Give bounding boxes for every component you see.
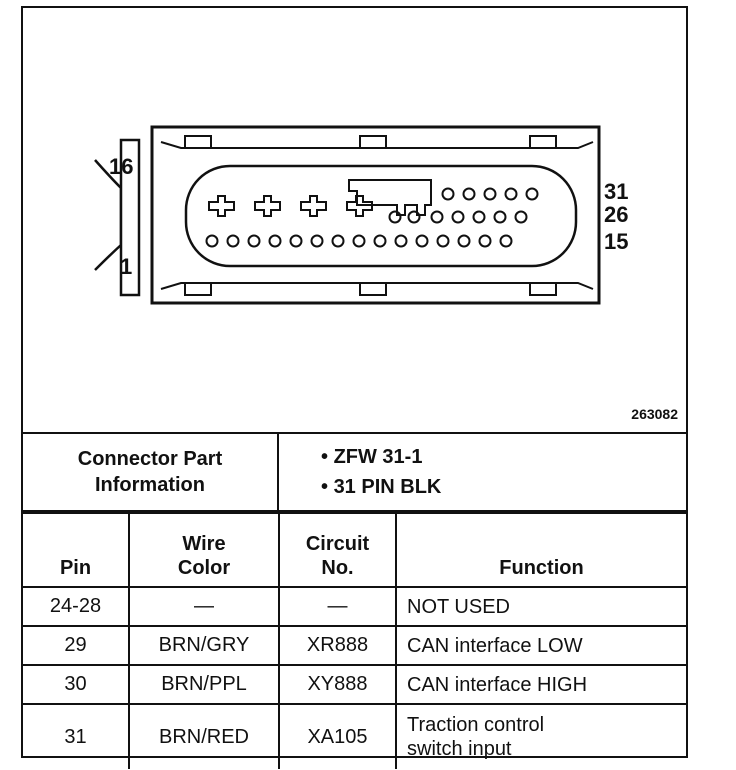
housing-clip xyxy=(184,135,212,149)
pin-label-1: 1 xyxy=(120,254,132,279)
connector-drawing: 16 1 31 26 15 xyxy=(94,125,628,305)
power-terminal xyxy=(208,195,235,217)
pin-cell: 24-28 xyxy=(23,586,130,627)
pin-function-table: Pin Wire Color Circuit No. Function 24-2… xyxy=(23,512,686,769)
circuit-cell: XA105 xyxy=(278,703,397,769)
wire-color-cell: BRN/RED xyxy=(128,703,280,769)
housing-clip xyxy=(529,135,557,149)
wire-color-cell: BRN/PPL xyxy=(128,664,280,705)
housing-clip xyxy=(359,135,387,149)
housing-clip xyxy=(359,282,387,296)
housing-clip xyxy=(184,282,212,296)
connector-info-label: Connector Part Information xyxy=(23,434,279,510)
header-pin: Pin xyxy=(23,512,130,588)
table-header-row: Pin Wire Color Circuit No. Function xyxy=(23,512,686,588)
pin-row-top xyxy=(441,187,539,201)
table-row: 24-28 — — NOT USED xyxy=(23,586,686,627)
pin-label-31: 31 xyxy=(604,179,628,204)
power-terminal xyxy=(300,195,327,217)
connector-lock-tab xyxy=(119,138,141,297)
pin-cell: 30 xyxy=(23,664,130,705)
pin-label-16: 16 xyxy=(109,154,133,179)
header-circuit: Circuit No. xyxy=(278,512,397,588)
header-wire-color: Wire Color xyxy=(128,512,280,588)
function-cell: NOT USED xyxy=(395,586,686,627)
circuit-cell: XY888 xyxy=(278,664,397,705)
function-cell: CAN interface LOW xyxy=(395,625,686,666)
circuit-cell: XR888 xyxy=(278,625,397,666)
connector-info-value-1: • ZFW 31-1 xyxy=(321,446,423,468)
connector-part-info: Connector Part Information • ZFW 31-1 • … xyxy=(23,432,686,512)
pin-cell: 29 xyxy=(23,625,130,666)
table-row: 31 BRN/RED XA105 Traction control switch… xyxy=(23,703,686,769)
pin-row-middle xyxy=(388,210,528,224)
circuit-cell: — xyxy=(278,586,397,627)
pin-label-15: 15 xyxy=(604,229,628,254)
pin-cell: 31 xyxy=(23,703,130,769)
connector-info-values: • ZFW 31-1 • 31 PIN BLK xyxy=(279,434,686,510)
figure-id: 263082 xyxy=(631,406,678,422)
pin-row-bottom xyxy=(205,234,513,248)
header-function: Function xyxy=(395,512,686,588)
key-slot xyxy=(348,179,432,216)
power-terminal xyxy=(254,195,281,217)
table-row: 29 BRN/GRY XR888 CAN interface LOW xyxy=(23,625,686,666)
connector-info-value-2: • 31 PIN BLK xyxy=(321,476,442,498)
table-row: 30 BRN/PPL XY888 CAN interface HIGH xyxy=(23,664,686,705)
housing-clip xyxy=(529,282,557,296)
function-cell: CAN interface HIGH xyxy=(395,664,686,705)
connector-figure-frame: 16 1 31 26 15 263082 Connector Part Info… xyxy=(21,6,688,769)
function-cell: Traction control switch input xyxy=(395,703,686,769)
wire-color-cell: BRN/GRY xyxy=(128,625,280,666)
pin-label-26: 26 xyxy=(604,202,628,227)
connector-diagram: 16 1 31 26 15 263082 xyxy=(23,8,686,432)
wire-color-cell: — xyxy=(128,586,280,627)
